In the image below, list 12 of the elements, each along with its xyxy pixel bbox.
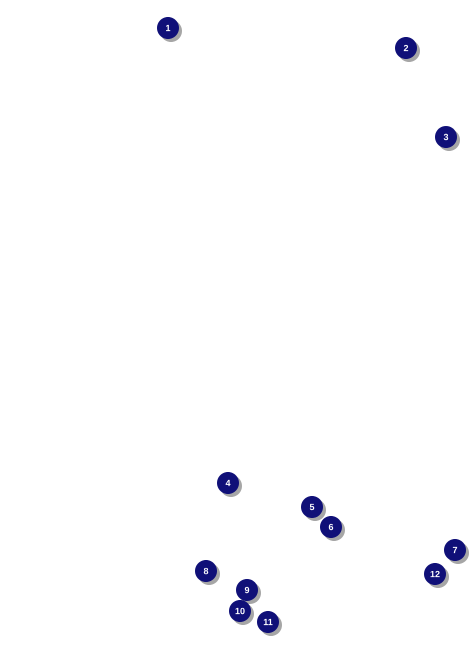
callout-number: 7: [444, 539, 469, 564]
callout-number: 10: [229, 600, 254, 625]
callout-number: 1: [157, 17, 182, 42]
callout-number: 2: [395, 37, 420, 62]
callout-number: 5: [301, 496, 326, 521]
callout-number: 8: [195, 560, 220, 585]
callout-number: 11: [257, 611, 282, 636]
callout-number: 3: [435, 126, 460, 151]
callout-number: 4: [217, 472, 242, 497]
callout-number: 6: [320, 516, 345, 541]
callout-number: 9: [236, 579, 261, 604]
callout-number: 12: [424, 563, 449, 588]
